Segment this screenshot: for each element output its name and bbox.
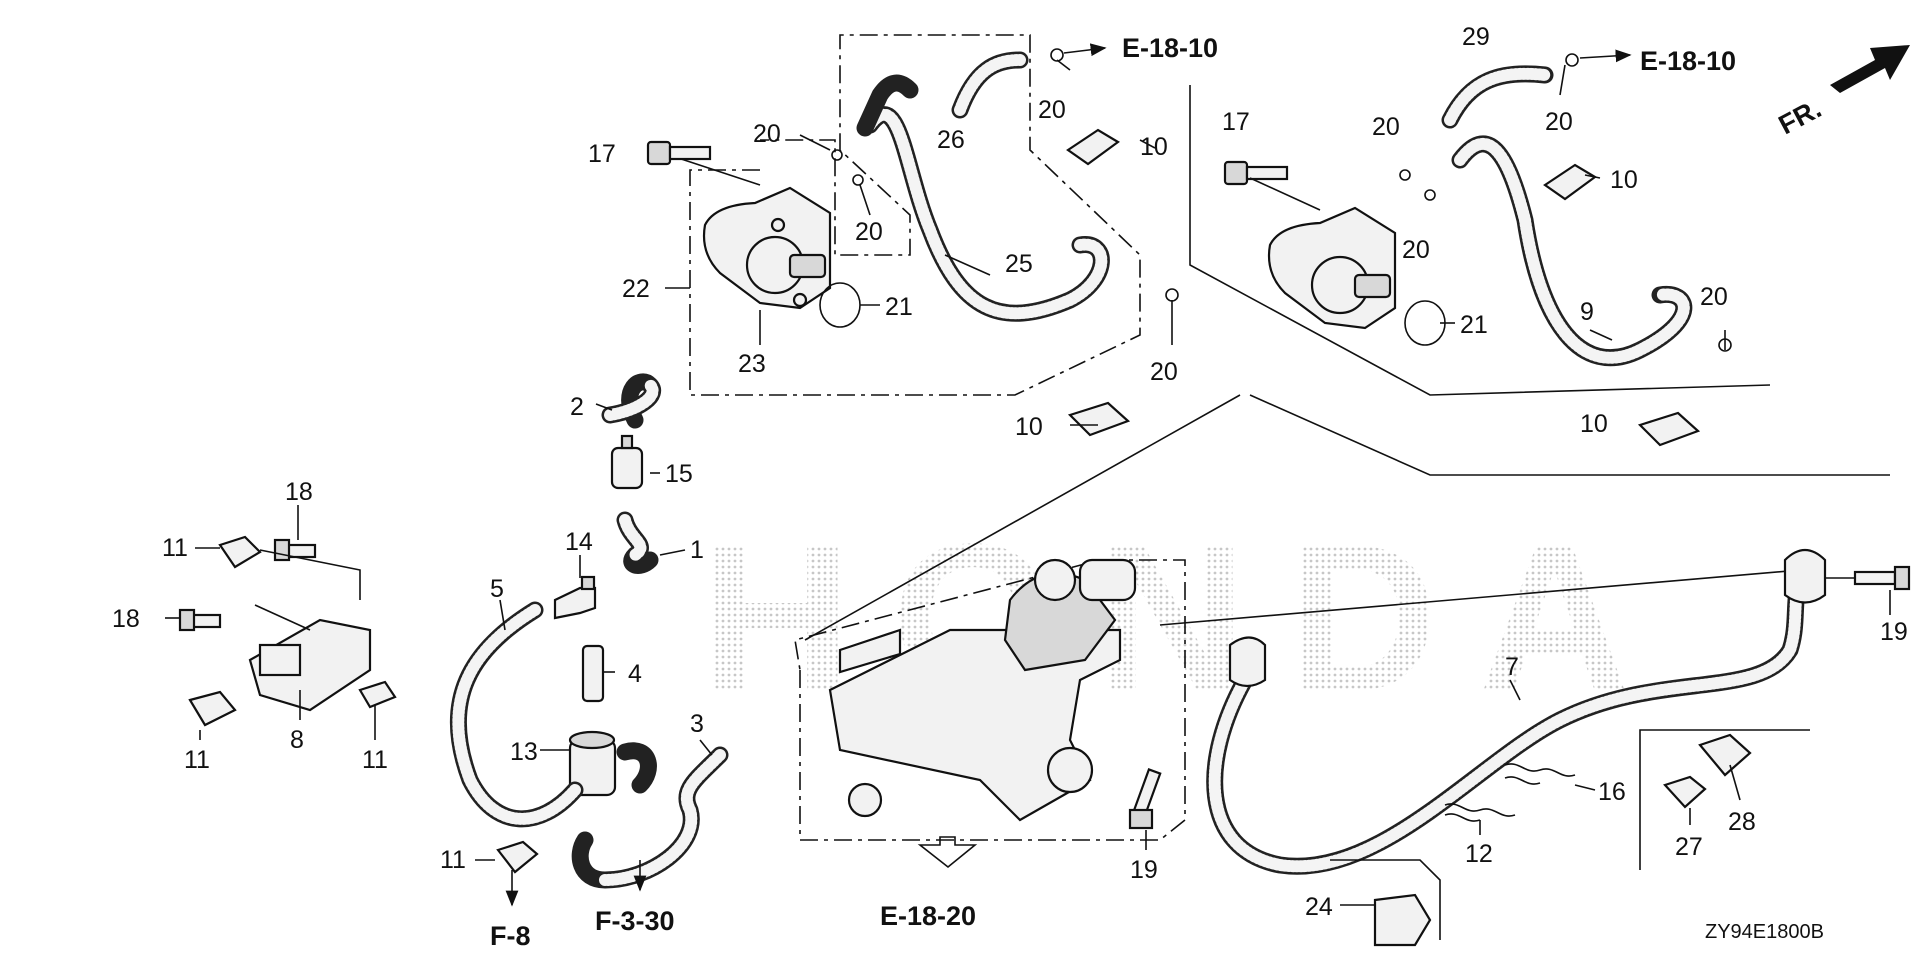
callout-11a: 11 bbox=[162, 534, 188, 562]
connector-19b bbox=[1228, 636, 1267, 688]
pump-body-right bbox=[1267, 206, 1397, 330]
callout-10d: 10 bbox=[1580, 410, 1608, 438]
throttle-body-group bbox=[794, 394, 1801, 841]
top-center-assembly bbox=[646, 34, 1179, 437]
callout-2: 2 bbox=[570, 393, 584, 421]
callout-labels: 1 2 3 4 5 7 8 9 10 10 10 10 11 11 11 11 … bbox=[112, 23, 1908, 921]
pump-body bbox=[702, 186, 832, 310]
callout-20a: 20 bbox=[753, 120, 781, 148]
callout-8: 8 bbox=[290, 726, 304, 754]
callout-20e: 20 bbox=[1372, 113, 1400, 141]
callout-24: 24 bbox=[1305, 893, 1333, 921]
callout-19a: 19 bbox=[1880, 618, 1908, 646]
clamp-11a bbox=[218, 535, 262, 569]
callout-29: 29 bbox=[1462, 23, 1490, 51]
callout-10c: 10 bbox=[1610, 166, 1638, 194]
callout-19b: 19 bbox=[1130, 856, 1158, 884]
tee-14 bbox=[553, 586, 597, 620]
front-indicator: FR. bbox=[1774, 93, 1826, 140]
clamp-10c bbox=[1543, 163, 1597, 201]
clip-27 bbox=[1663, 775, 1707, 809]
callout-20f: 20 bbox=[1402, 236, 1430, 264]
ref-e-18-10-left: E-18-10 bbox=[1122, 33, 1218, 63]
callout-14: 14 bbox=[565, 528, 593, 556]
callout-27: 27 bbox=[1675, 833, 1703, 861]
callout-10a: 10 bbox=[1140, 133, 1168, 161]
callout-11b: 11 bbox=[184, 746, 210, 774]
callout-1: 1 bbox=[690, 536, 704, 564]
callout-21a: 21 bbox=[885, 293, 913, 321]
callout-25: 25 bbox=[1005, 250, 1033, 278]
callout-23: 23 bbox=[738, 350, 766, 378]
clamp-11b bbox=[188, 690, 237, 727]
callout-20b: 20 bbox=[855, 218, 883, 246]
callout-11c: 11 bbox=[362, 746, 388, 774]
o-ring-21b bbox=[1404, 300, 1446, 346]
front-arrow-icon bbox=[1830, 45, 1910, 93]
ref-f-3-30: F-3-30 bbox=[595, 906, 675, 936]
grommet-24 bbox=[1373, 893, 1432, 947]
callout-3: 3 bbox=[690, 710, 704, 738]
clamp-10a bbox=[1066, 128, 1120, 166]
callout-20d: 20 bbox=[1150, 358, 1178, 386]
callout-11d: 11 bbox=[440, 846, 466, 874]
diagram-code: ZY94E1800B bbox=[1705, 921, 1824, 943]
callout-16: 16 bbox=[1598, 778, 1626, 806]
callout-26: 26 bbox=[937, 126, 965, 154]
bolt-17a bbox=[646, 140, 712, 166]
hose-short bbox=[856, 74, 919, 137]
callout-20c: 20 bbox=[1038, 96, 1066, 124]
callout-15: 15 bbox=[665, 460, 693, 488]
clamp-10d bbox=[1637, 411, 1701, 447]
callout-10b: 10 bbox=[1015, 413, 1043, 441]
ref-f-8: F-8 bbox=[490, 921, 531, 951]
ref-e-18-20: E-18-20 bbox=[880, 901, 976, 931]
clamp-11d bbox=[496, 840, 539, 874]
throttle-frame-outline bbox=[794, 559, 1186, 841]
callout-28: 28 bbox=[1728, 808, 1756, 836]
callout-17a: 17 bbox=[588, 140, 616, 168]
clip-28 bbox=[1698, 733, 1752, 777]
clamp-11c bbox=[358, 680, 397, 709]
clamp-10b bbox=[1067, 401, 1131, 437]
left-hose-group bbox=[449, 373, 729, 907]
bolt-19a bbox=[1853, 570, 1897, 586]
callout-20h: 20 bbox=[1700, 283, 1728, 311]
o-ring-21 bbox=[819, 282, 861, 328]
clip-16 bbox=[1504, 763, 1576, 777]
reference-labels: E-18-10 E-18-10 E-18-20 F-3-30 F-8 bbox=[490, 33, 1736, 951]
top-right-assembly bbox=[1189, 49, 1890, 476]
callout-18b: 18 bbox=[112, 605, 140, 633]
hose-f330 bbox=[616, 742, 657, 794]
callout-17b: 17 bbox=[1222, 108, 1250, 136]
bracket-8 bbox=[248, 618, 372, 712]
hose-4 bbox=[581, 644, 605, 703]
bracket-8-group bbox=[165, 505, 397, 740]
clip-12 bbox=[1444, 803, 1516, 817]
callout-22: 22 bbox=[622, 275, 650, 303]
callout-13: 13 bbox=[510, 738, 538, 766]
bolt-17b bbox=[1223, 160, 1289, 186]
callout-20g: 20 bbox=[1545, 108, 1573, 136]
assembly-frame-outline bbox=[689, 34, 1141, 396]
filter-15 bbox=[610, 446, 644, 490]
callout-5: 5 bbox=[490, 575, 504, 603]
ref-e-18-10-right: E-18-10 bbox=[1640, 46, 1736, 76]
callout-18a: 18 bbox=[285, 478, 313, 506]
callout-12: 12 bbox=[1465, 840, 1493, 868]
right-hose-group bbox=[1128, 548, 1911, 947]
callout-9: 9 bbox=[1580, 298, 1594, 326]
callout-7: 7 bbox=[1505, 653, 1519, 681]
connector-19a bbox=[1783, 548, 1827, 604]
callout-4: 4 bbox=[628, 660, 642, 688]
callout-21b: 21 bbox=[1460, 311, 1488, 339]
